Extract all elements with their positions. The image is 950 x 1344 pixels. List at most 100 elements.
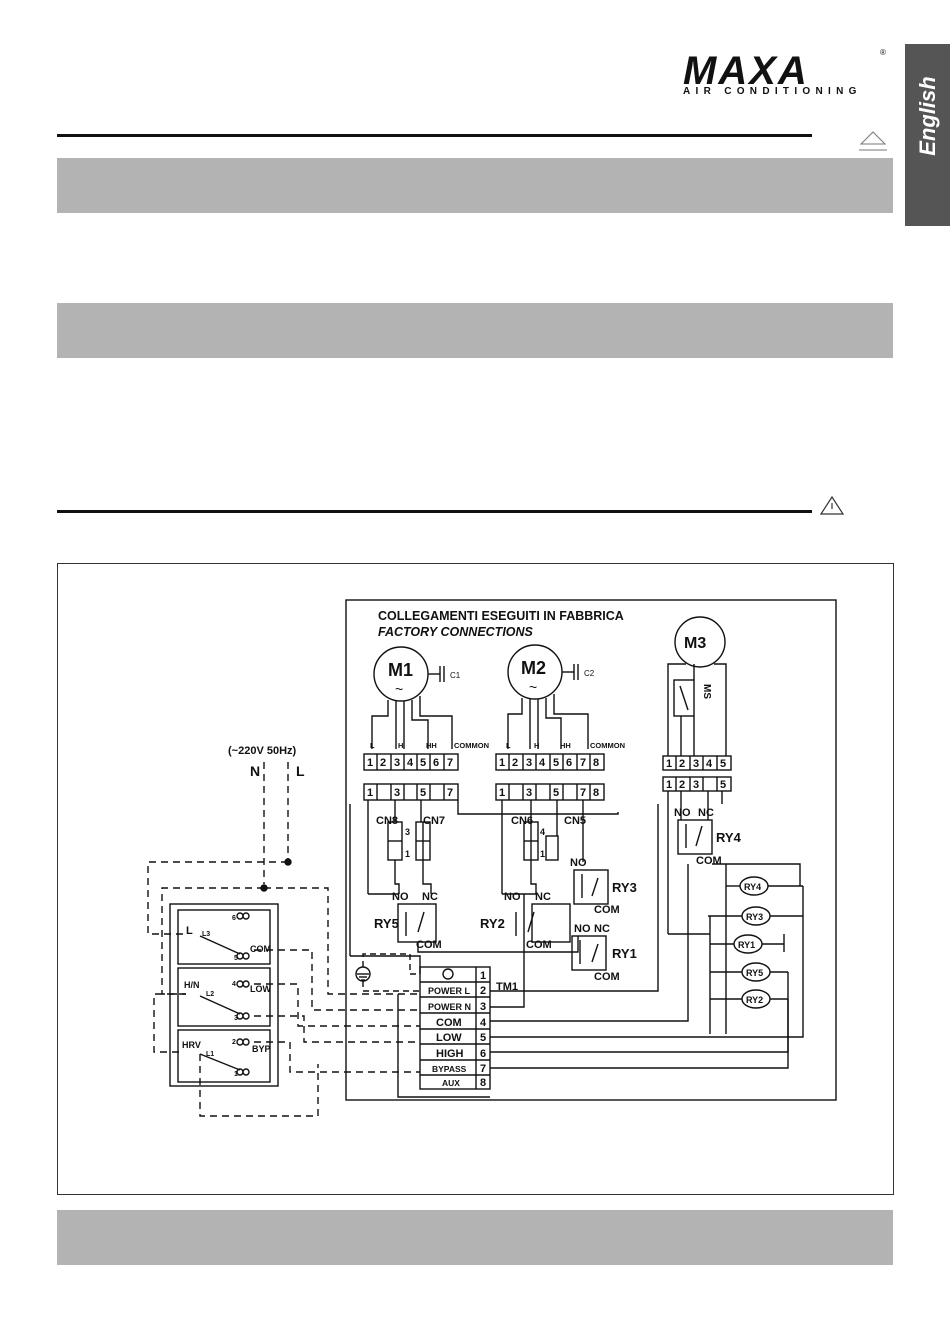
svg-text:COM: COM xyxy=(250,944,271,954)
svg-text:RY4: RY4 xyxy=(744,882,761,892)
svg-text:HH: HH xyxy=(426,741,437,750)
svg-text:3: 3 xyxy=(394,787,400,799)
svg-text:NO: NO xyxy=(570,857,587,869)
svg-text:HRV: HRV xyxy=(182,1040,201,1050)
svg-text:7: 7 xyxy=(580,757,586,769)
svg-text:3: 3 xyxy=(234,1015,238,1022)
svg-text:C1: C1 xyxy=(450,671,461,680)
svg-text:H: H xyxy=(398,741,403,750)
factory-title-it: COLLEGAMENTI ESEGUITI IN FABBRICA xyxy=(378,609,624,623)
svg-text:6: 6 xyxy=(480,1048,486,1060)
m1-terminal-block-upper: 1 2 3 4 5 6 7 xyxy=(363,753,459,771)
svg-text:1: 1 xyxy=(405,849,410,859)
section-band-3 xyxy=(57,1210,893,1265)
earth-symbol xyxy=(355,966,371,982)
svg-text:8: 8 xyxy=(480,1077,486,1089)
svg-text:H: H xyxy=(534,741,539,750)
connector-cn5-label: CN5 xyxy=(564,815,586,827)
svg-text:3: 3 xyxy=(693,779,699,791)
svg-text:COMMON: COMMON xyxy=(454,741,489,750)
relay-ry1: NO NC RY1 COM xyxy=(571,923,637,983)
relay-ry3: NO RY3 COM xyxy=(570,857,637,916)
svg-text:NO: NO xyxy=(392,891,409,903)
coil-ry5: RY5 xyxy=(741,962,771,982)
svg-text:M2: M2 xyxy=(521,658,546,678)
svg-text:1: 1 xyxy=(480,970,486,982)
svg-text:2: 2 xyxy=(480,985,486,997)
supply-label: (~220V 50Hz) xyxy=(228,745,297,757)
svg-text:6: 6 xyxy=(433,757,439,769)
svg-text:3: 3 xyxy=(394,757,400,769)
svg-text:RY1: RY1 xyxy=(738,940,755,950)
svg-text:L: L xyxy=(186,925,193,937)
svg-text:RY5: RY5 xyxy=(374,916,399,931)
field-wiring xyxy=(147,861,420,1117)
tm1-label: TM1 xyxy=(496,981,518,993)
svg-text:1: 1 xyxy=(499,787,505,799)
connector-cn6-label: CN6 xyxy=(511,815,533,827)
svg-text:NC: NC xyxy=(535,891,551,903)
svg-text:8: 8 xyxy=(593,787,599,799)
svg-text:HH: HH xyxy=(560,741,571,750)
svg-text:8: 8 xyxy=(593,757,599,769)
svg-text:4: 4 xyxy=(706,758,713,770)
svg-text:3: 3 xyxy=(405,827,410,837)
svg-text:COM: COM xyxy=(594,904,620,916)
brand-logo: MAXA xyxy=(683,50,807,93)
svg-text:RY4: RY4 xyxy=(716,830,742,845)
svg-text:L: L xyxy=(506,741,511,750)
svg-text:NC: NC xyxy=(422,891,438,903)
wiring-diagram: COLLEGAMENTI ESEGUITI IN FABBRICA FACTOR… xyxy=(57,563,894,1195)
m3-terminal-block-lower: 1 2 3 5 xyxy=(662,776,732,792)
svg-text:NO: NO xyxy=(674,807,691,819)
m3-terminal-block-upper: 1 2 3 4 5 xyxy=(662,755,732,771)
svg-text:4: 4 xyxy=(407,757,414,769)
relay-ry5: NO NC RY5 COM xyxy=(374,891,442,951)
svg-text:7: 7 xyxy=(447,787,453,799)
connector-cn8-label: CN8 xyxy=(376,815,398,827)
coil-ry4: RY4 xyxy=(739,876,769,896)
svg-text:4: 4 xyxy=(539,757,546,769)
svg-text:L3: L3 xyxy=(202,931,210,938)
factory-box xyxy=(345,599,837,1101)
svg-text:7: 7 xyxy=(447,757,453,769)
svg-text:5: 5 xyxy=(720,758,726,770)
svg-text:2: 2 xyxy=(380,757,386,769)
svg-text:M1: M1 xyxy=(388,660,413,680)
svg-text:NO: NO xyxy=(574,923,591,935)
svg-text:2: 2 xyxy=(232,1039,236,1046)
language-tab[interactable]: English xyxy=(905,44,950,226)
svg-text:LOW: LOW xyxy=(250,984,271,994)
svg-text:2: 2 xyxy=(679,758,685,770)
svg-text:5: 5 xyxy=(234,955,238,962)
svg-text:5: 5 xyxy=(480,1032,486,1044)
svg-text:BYPASS: BYPASS xyxy=(432,1064,467,1074)
svg-text:MS: MS xyxy=(701,684,712,699)
registered-mark: ® xyxy=(880,48,886,57)
svg-text:5: 5 xyxy=(720,779,726,791)
supply-l: L xyxy=(296,763,305,779)
svg-text:BYP: BYP xyxy=(252,1044,271,1054)
svg-text:COM: COM xyxy=(416,939,442,951)
header-rule xyxy=(57,134,812,137)
svg-text:6: 6 xyxy=(566,757,572,769)
svg-text:L2: L2 xyxy=(206,991,214,998)
svg-text:POWER L: POWER L xyxy=(428,986,471,996)
svg-text:3: 3 xyxy=(526,757,532,769)
coil-ry1: RY1 xyxy=(733,934,763,954)
svg-text:4: 4 xyxy=(232,981,236,988)
svg-text:RY1: RY1 xyxy=(612,946,637,961)
svg-text:RY2: RY2 xyxy=(746,995,763,1005)
svg-text:1: 1 xyxy=(499,757,505,769)
svg-text:LOW: LOW xyxy=(436,1032,462,1044)
coil-ry2: RY2 xyxy=(741,989,771,1009)
svg-text:L: L xyxy=(370,741,375,750)
m1-terminal-block-lower: 1 3 5 7 xyxy=(363,783,459,801)
svg-text:5: 5 xyxy=(420,787,426,799)
remote-switch-box: L L3 6 5 COM H/N L2 4 3 LOW HRV L1 2 1 B… xyxy=(169,903,279,1087)
svg-text:5: 5 xyxy=(553,757,559,769)
warning-icon-small xyxy=(859,131,887,151)
supply-n: N xyxy=(250,763,260,779)
language-tab-label: English xyxy=(914,76,940,156)
tm1-terminal-block: 1 POWER L 2 POWER N 3 COM 4 LOW 5 HIGH 6… xyxy=(419,966,518,1090)
